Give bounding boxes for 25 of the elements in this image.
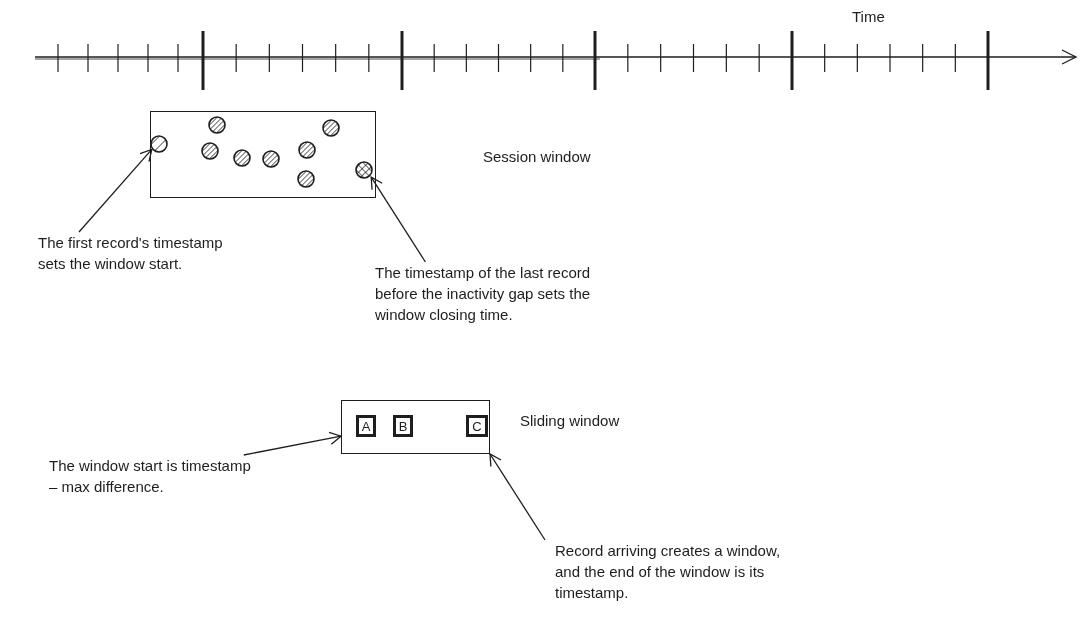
annotation-text: Record arriving creates a window, and the end of the window is its timestamp. [555, 541, 782, 603]
record-dot [355, 161, 373, 179]
record-square: B [393, 415, 413, 437]
record-dot [297, 170, 315, 188]
record-dot [262, 150, 280, 168]
leader-arrow [489, 453, 546, 541]
annotation-text: The timestamp of the last record before the inactivity gap sets the window closing time. [375, 263, 592, 325]
annotation-text: The window start is timestamp – max difference. [49, 456, 252, 497]
window-caption: Session window [483, 147, 591, 167]
record-dot [322, 119, 340, 137]
leader-arrow [370, 176, 427, 263]
record-dot [150, 135, 168, 153]
window-box [341, 400, 490, 454]
record-dot [298, 141, 316, 159]
record-dot [233, 149, 251, 167]
record-square: C [466, 415, 488, 437]
record-square: A [356, 415, 376, 437]
window-caption: Sliding window [520, 411, 620, 431]
record-dot [208, 116, 226, 134]
leader-arrow [243, 431, 342, 456]
axis-label: Time [852, 7, 885, 27]
window-box [150, 111, 376, 198]
record-dot [201, 142, 219, 160]
leader-arrow [78, 148, 153, 233]
annotation-text: The first record's timestamp sets the window start. [38, 233, 224, 274]
